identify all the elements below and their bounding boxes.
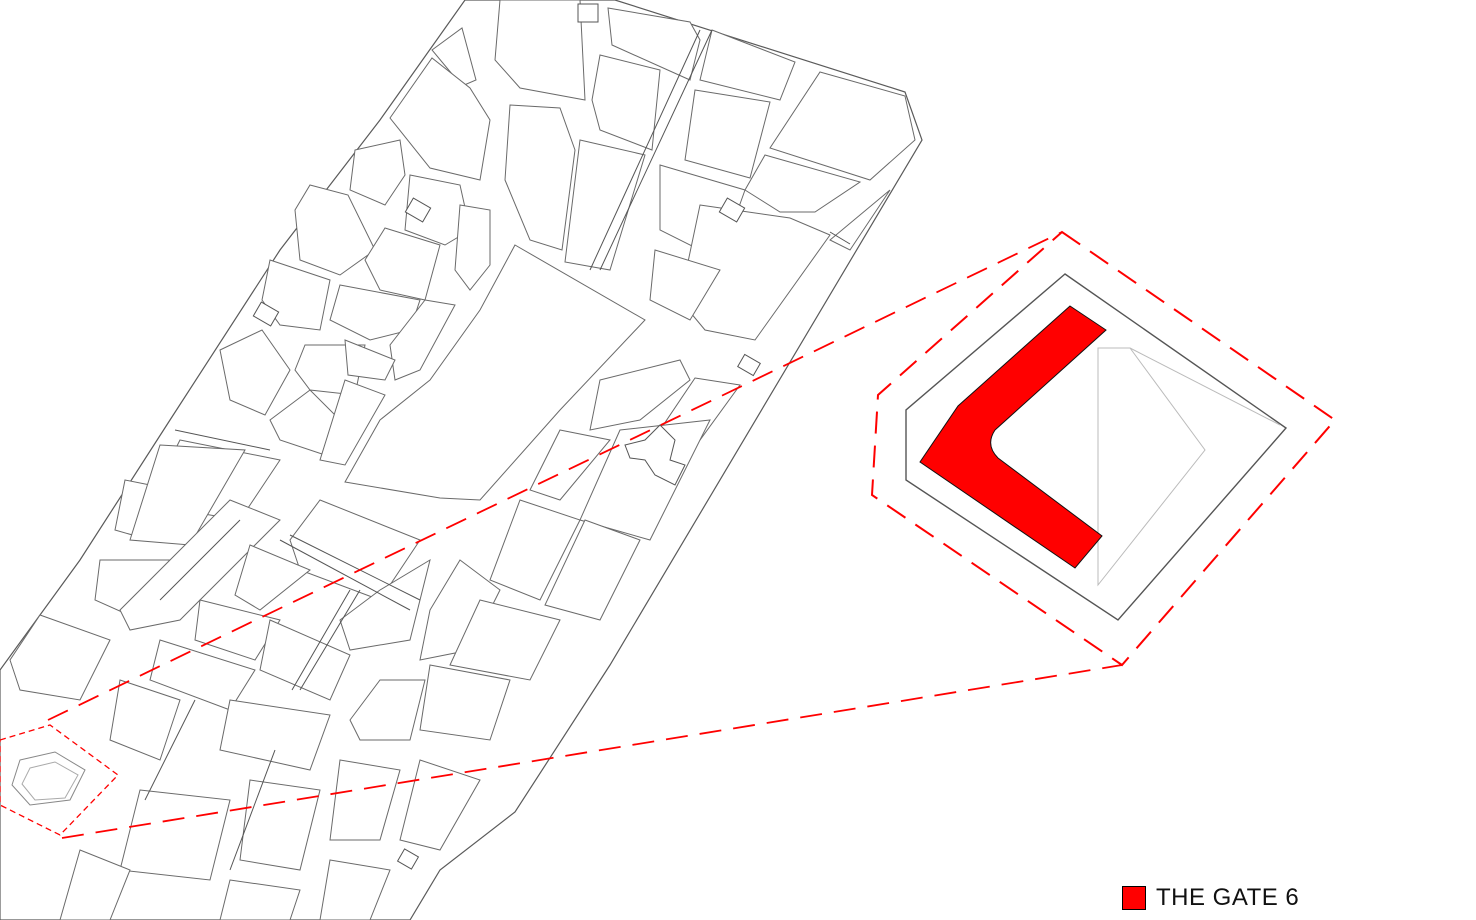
city-block [607, 7, 701, 81]
city-block [329, 284, 421, 341]
central-square [344, 244, 646, 501]
city-block [529, 429, 611, 501]
city-block [684, 89, 771, 179]
city-blocks [9, 0, 916, 920]
city-block [591, 54, 661, 151]
city-block [239, 779, 321, 871]
the-gate-6-building [919, 305, 1107, 569]
city-block [649, 249, 721, 321]
city-block [289, 499, 421, 601]
city-block [329, 759, 401, 841]
city-block [454, 204, 491, 291]
city-block [564, 139, 646, 271]
building [577, 3, 599, 23]
city-block [219, 699, 331, 771]
city-block [364, 227, 441, 301]
city-block [194, 599, 281, 661]
building [252, 301, 280, 327]
legend-label: THE GATE 6 [1156, 884, 1300, 911]
city-block [319, 379, 386, 466]
small-buildings [252, 3, 761, 870]
city-block [349, 139, 406, 206]
city-block [504, 104, 576, 251]
site-boundary [870, 230, 1337, 667]
city-block [489, 499, 581, 601]
city-block [59, 849, 131, 920]
city-block [389, 299, 456, 381]
building [737, 353, 761, 377]
zoom-line-bottom [61, 664, 1123, 839]
city-block [349, 679, 426, 741]
city-block [234, 544, 311, 611]
zoom-line-top [47, 231, 1063, 721]
enlarged-site-plan [870, 230, 1337, 667]
city-block [494, 0, 586, 101]
city-block [261, 259, 331, 331]
city-block [769, 71, 916, 181]
city-block [419, 559, 501, 661]
city-block [119, 789, 231, 881]
city-block [219, 329, 291, 416]
building [404, 197, 432, 223]
city-block [744, 154, 862, 213]
city-block [9, 614, 111, 701]
city-block [219, 879, 301, 920]
city-block [339, 558, 431, 651]
city-block [419, 664, 511, 741]
city-block [589, 359, 691, 431]
map-legend: THE GATE 6 [1122, 886, 1299, 910]
legend-swatch [1122, 886, 1146, 910]
rail-corridors [144, 29, 851, 871]
adjacent-footprint [1097, 347, 1206, 587]
city-block [259, 619, 351, 701]
city-block [344, 339, 396, 381]
building [396, 848, 420, 870]
city-block [699, 29, 796, 101]
city-block [294, 184, 376, 276]
city-block [319, 859, 391, 920]
city-block [399, 759, 481, 851]
city-block [109, 679, 181, 761]
city-block [449, 599, 561, 681]
city-block [389, 57, 491, 181]
building [718, 197, 746, 223]
district-boundary [0, 0, 923, 920]
parcel-outline [905, 273, 1288, 621]
site-location-marker [0, 724, 119, 836]
building [624, 424, 686, 486]
city-block [579, 419, 711, 541]
city-block [829, 189, 891, 251]
city-block [544, 519, 641, 621]
zoom-callout [47, 231, 1123, 839]
city-block [119, 499, 281, 631]
